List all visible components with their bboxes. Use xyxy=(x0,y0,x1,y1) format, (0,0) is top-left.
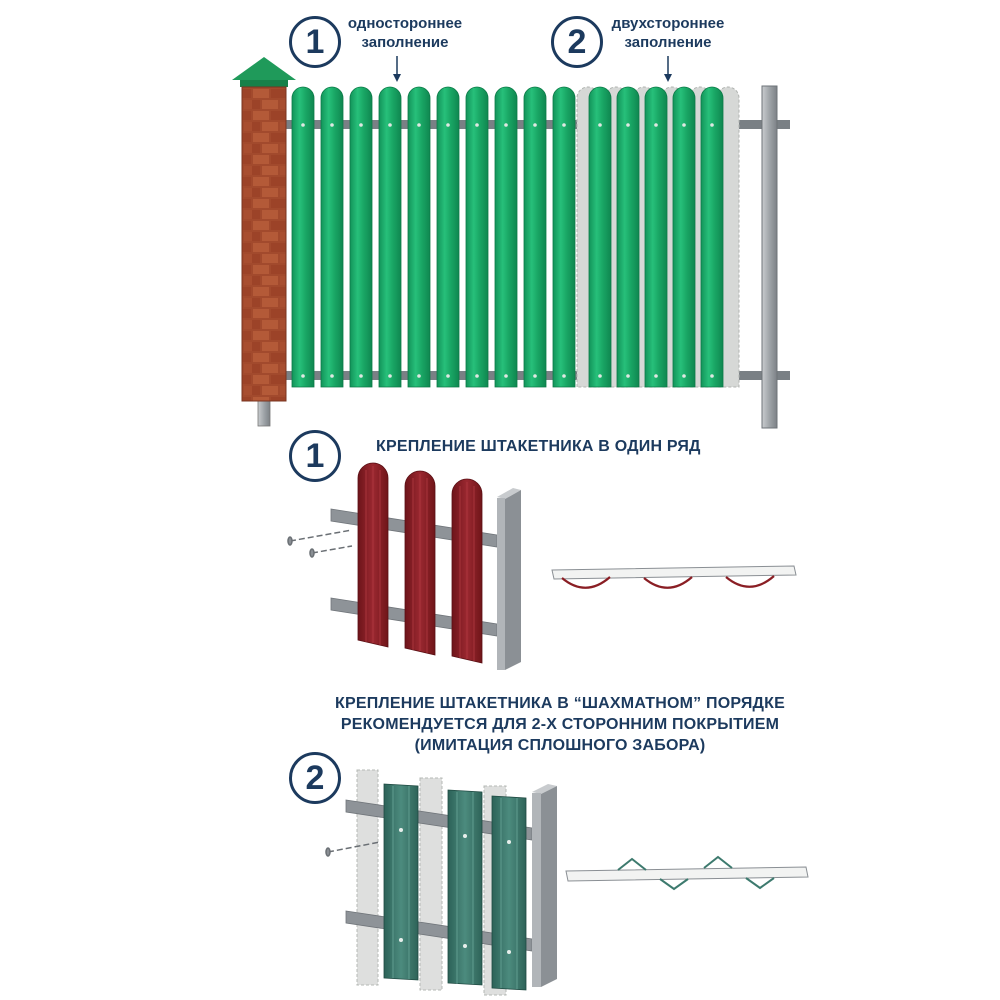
caption-two-sided: двухстороннее заполнение xyxy=(603,14,733,52)
single-row-fence-3d xyxy=(287,462,521,670)
callout-arrows xyxy=(393,56,672,82)
badge-one-sided: 1 xyxy=(289,16,341,68)
heading-section-2-line-2: РЕКОМЕНДУЕТСЯ ДЛЯ 2-Х СТОРОННИМ ПОКРЫТИЕ… xyxy=(340,716,780,733)
caption-one-sided-line-2: заполнение xyxy=(361,34,449,51)
staggered-fence-3d xyxy=(325,769,557,996)
staggered-profile-icon xyxy=(565,855,809,891)
screw-dots xyxy=(301,123,714,378)
picket-profile-icon xyxy=(551,565,797,589)
heading-section-2: КРЕПЛЕНИЕ ШТАКЕТНИКА В “ШАХМАТНОМ” ПОРЯД… xyxy=(300,693,820,756)
screw-icon xyxy=(287,529,353,558)
heading-section-2-line-3: (ИМИТАЦИЯ СПЛОШНОГО ЗАБОРА) xyxy=(414,737,706,754)
green-pickets xyxy=(291,86,724,388)
caption-one-sided-line-1: одностороннее xyxy=(347,15,463,32)
caption-two-sided-line-2: заполнение xyxy=(624,34,712,51)
caption-one-sided: одностороннее заполнение xyxy=(340,14,470,52)
metal-post xyxy=(761,85,778,429)
badge-section-1: 1 xyxy=(289,430,341,482)
heading-section-2-line-1: КРЕПЛЕНИЕ ШТАКЕТНИКА В “ШАХМАТНОМ” ПОРЯД… xyxy=(334,695,785,712)
brick-pillar-icon xyxy=(232,57,296,427)
badge-section-2: 2 xyxy=(289,752,341,804)
caption-two-sided-line-1: двухстороннее xyxy=(611,15,725,32)
badge-two-sided: 2 xyxy=(551,16,603,68)
heading-section-1: КРЕПЛЕНИЕ ШТАКЕТНИКА В ОДИН РЯД xyxy=(376,438,701,455)
